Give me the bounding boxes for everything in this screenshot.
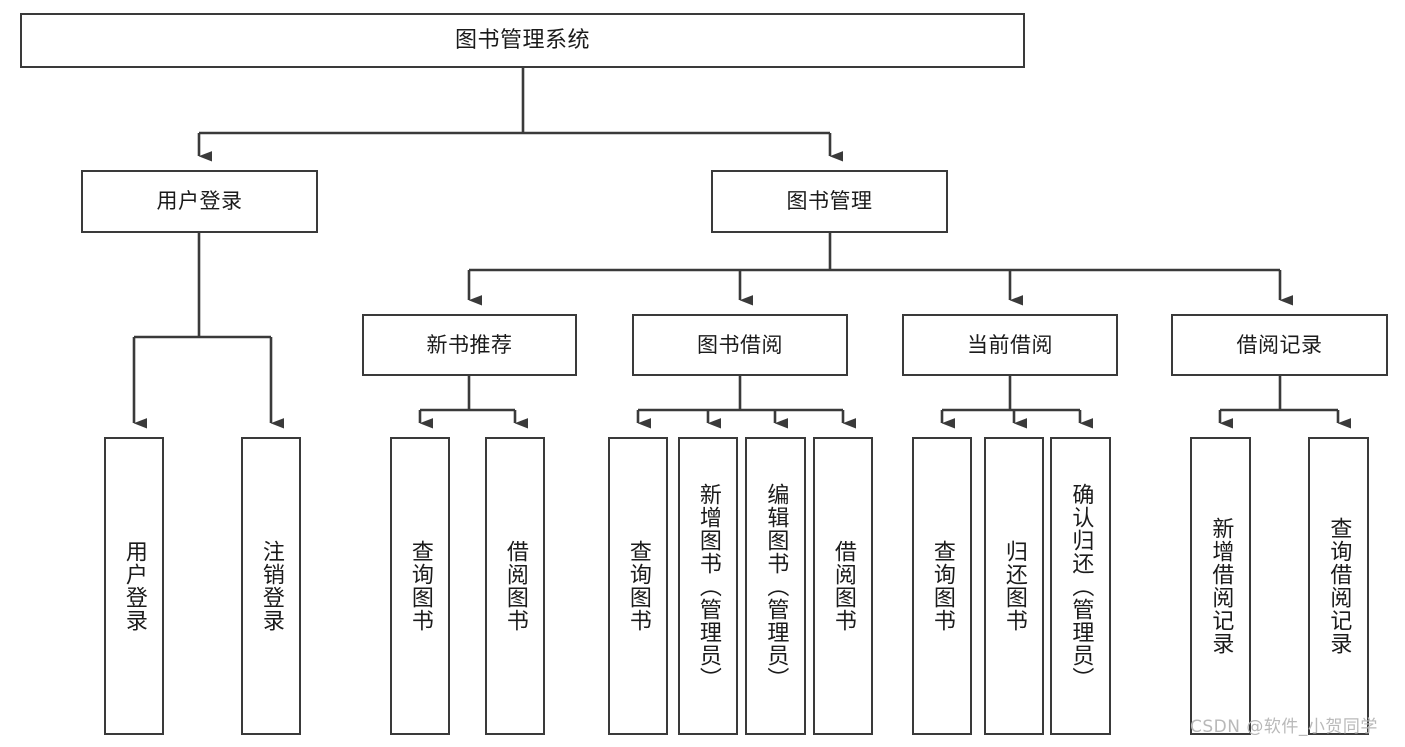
node-new-book-recommend[interactable]: 新书推荐 [362,314,577,376]
node-root-label: 图书管理系统 [454,27,590,53]
node-new-book-recommend-label: 新书推荐 [426,332,513,357]
node-book-borrow[interactable]: 图书借阅 [632,314,848,376]
node-borrow-record[interactable]: 借阅记录 [1171,314,1388,376]
node-leaf-return-book[interactable]: 归还图书 [984,437,1044,735]
node-leaf-borrow-book-2[interactable]: 借阅图书 [813,437,873,735]
node-leaf-query-book-1-label: 查询图书 [407,540,433,632]
node-root[interactable]: 图书管理系统 [20,13,1025,68]
node-leaf-query-borrow-record[interactable]: 查询借阅记录 [1308,437,1369,735]
node-leaf-confirm-return[interactable]: 确认归还（管理员） [1050,437,1111,735]
node-leaf-confirm-return-label: 确认归还（管理员） [1068,482,1094,690]
node-leaf-user-login[interactable]: 用户登录 [104,437,164,735]
node-leaf-logout-login-label: 注销登录 [258,540,284,632]
node-leaf-add-borrow-record-label: 新增借阅记录 [1208,517,1234,655]
node-book-borrow-label: 图书借阅 [697,332,783,357]
csdn-watermark: CSDN @软件_小贺同学 [1190,717,1378,737]
node-leaf-query-book-1[interactable]: 查询图书 [390,437,450,735]
node-leaf-user-login-label: 用户登录 [121,540,147,632]
node-leaf-borrow-book-1[interactable]: 借阅图书 [485,437,545,735]
node-leaf-edit-book-label: 编辑图书（管理员） [763,482,789,690]
node-leaf-add-book[interactable]: 新增图书（管理员） [678,437,738,735]
node-leaf-query-book-3-label: 查询图书 [929,540,955,632]
node-current-borrow-label: 当前借阅 [967,332,1053,357]
node-leaf-borrow-book-1-label: 借阅图书 [502,540,528,632]
node-current-borrow[interactable]: 当前借阅 [902,314,1118,376]
node-leaf-edit-book[interactable]: 编辑图书（管理员） [745,437,806,735]
node-user-login[interactable]: 用户登录 [81,170,318,233]
node-leaf-borrow-book-2-label: 借阅图书 [830,540,856,632]
node-leaf-query-book-2[interactable]: 查询图书 [608,437,668,735]
node-leaf-add-borrow-record[interactable]: 新增借阅记录 [1190,437,1251,735]
node-leaf-query-book-2-label: 查询图书 [625,540,651,632]
node-leaf-add-book-label: 新增图书（管理员） [695,482,721,690]
node-user-login-label: 用户登录 [156,189,243,214]
node-leaf-return-book-label: 归还图书 [1001,540,1027,632]
node-leaf-query-book-3[interactable]: 查询图书 [912,437,972,735]
node-borrow-record-label: 借阅记录 [1236,332,1323,357]
node-leaf-logout-login[interactable]: 注销登录 [241,437,301,735]
node-leaf-query-borrow-record-label: 查询借阅记录 [1326,517,1352,655]
node-book-manage-label: 图书管理 [786,189,873,214]
node-book-manage[interactable]: 图书管理 [711,170,948,233]
